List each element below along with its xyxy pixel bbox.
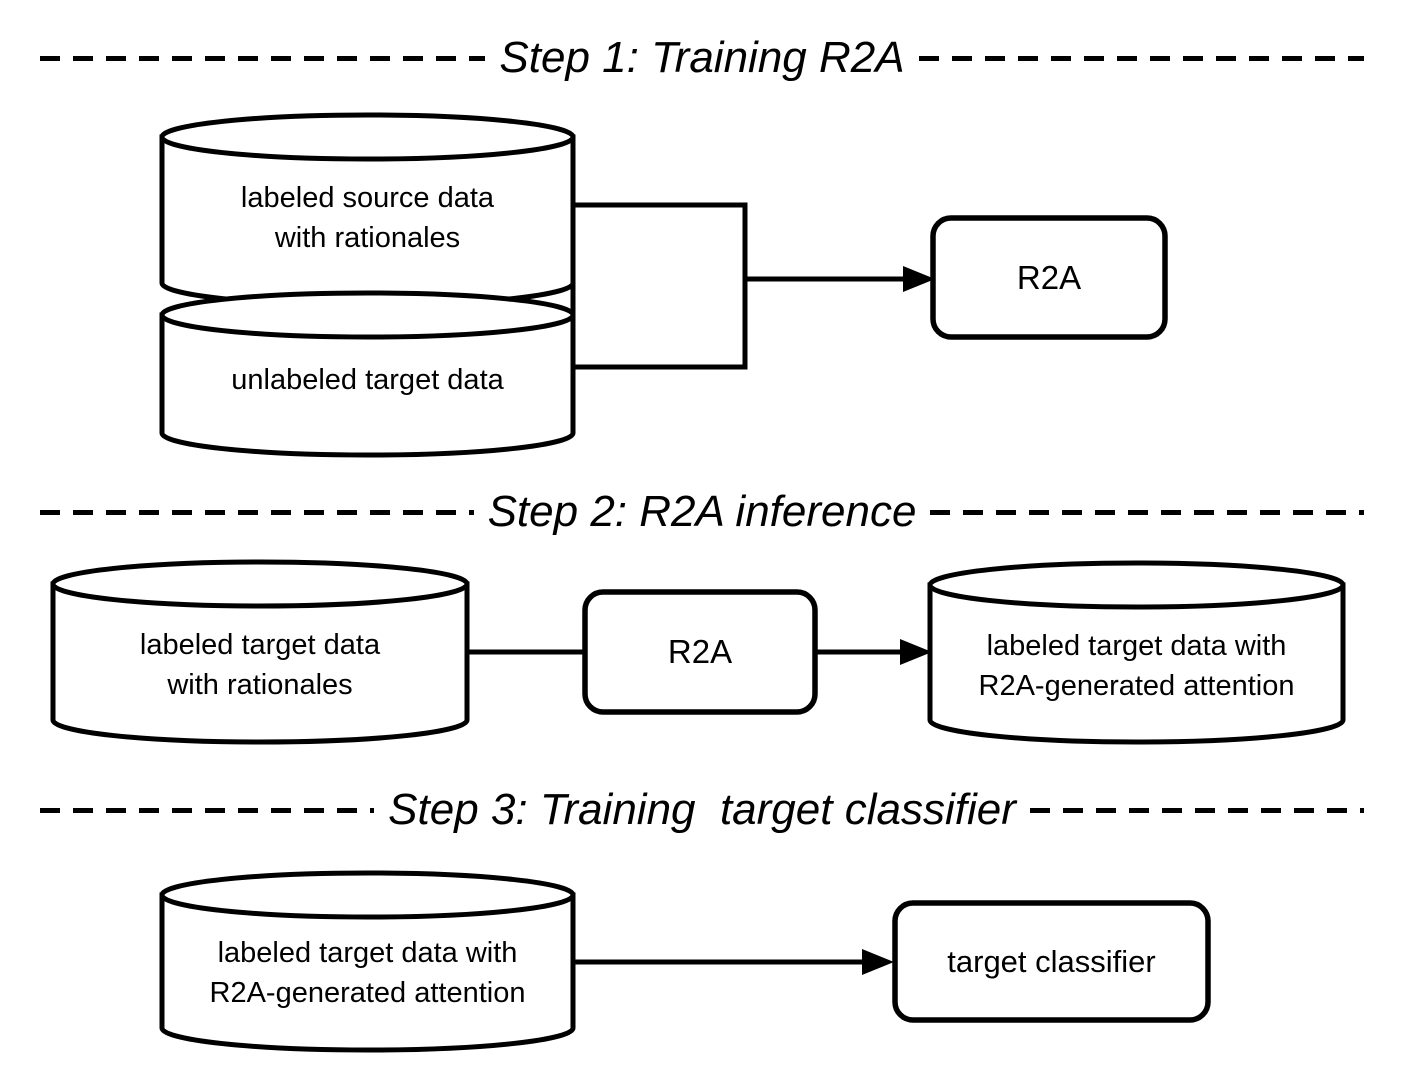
step1-source-cylinder-top [159,112,576,162]
step2-output-cylinder-label-line2: R2A-generated attention [978,670,1295,702]
step2-output-cylinder-label: labeled target data with R2A-generated a… [930,626,1343,706]
step3-input-cylinder-label-line1: labeled target data with [217,937,518,969]
step3-header-dash-left [40,807,375,813]
step3-arrow-head [862,949,894,975]
step3-classifier-box [892,900,1211,1023]
step2-input-cylinder-label-line1: labeled target data [139,629,381,661]
step1-r2a-box-label: R2A [1016,258,1082,296]
step1-header: Step 1: Training R2A [40,31,1364,85]
step3-input-cylinder-label-line2: R2A-generated attention [209,977,526,1009]
step1-arrow-head [903,266,935,292]
step3-input-cylinder-label: labeled target data with R2A-generated a… [162,933,573,1013]
step3-input-cylinder-top [159,870,576,920]
step3-classifier-box-label: target classifier [947,943,1156,979]
step2-input-cylinder-label-line2: with rationales [167,669,353,701]
step2-header-dash-left [40,509,474,515]
step1-source-cylinder-label-line1: labeled source data [240,182,495,214]
step1-source-cylinder-label: labeled source data with rationales [162,172,573,264]
step2-input-cylinder-label: labeled target data with rationales [53,624,467,706]
step2-header-dash-right [930,509,1365,515]
step2-output-cylinder-label-line1: labeled target data with [986,630,1287,662]
step3-header-title: Step 3: Training target classifier [388,785,1016,834]
step2-r2a-box-label: R2A [667,633,733,670]
step2-input-cylinder-top [50,559,470,609]
step3-header-dash-right [1029,807,1364,813]
step1-merge-bracket [570,202,748,370]
step1-target-cylinder-label-line1: unlabeled target data [231,364,504,396]
step1-target-cylinder-top [159,290,576,340]
step1-header-dash-left [40,55,486,61]
step2-input-cylinder-body [50,581,470,745]
step1-header-title: Step 1: Training R2A [499,33,905,82]
step1-header-dash-right [918,55,1364,61]
step2-output-cylinder-body [927,582,1346,745]
step2-header: Step 2: R2A inference [40,485,1365,539]
step3-input-cylinder-body [159,892,576,1053]
step1-target-cylinder-body [159,312,576,458]
step2-arrow-head [900,639,932,665]
step2-header-title: Step 2: R2A inference [487,487,917,536]
step1-target-cylinder-label: unlabeled target data [162,358,573,402]
step1-source-cylinder-label-line2: with rationales [274,222,461,254]
step2-output-cylinder-top [927,560,1346,610]
step1-r2a-box [930,215,1168,340]
step3-header: Step 3: Training target classifier [40,783,1364,837]
